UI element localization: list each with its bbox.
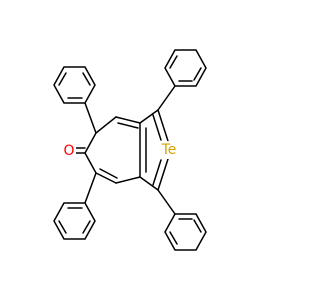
chemical-structure: O Te bbox=[53, 49, 207, 251]
bond-te-c3 bbox=[157, 158, 169, 191]
tellurium-atom-label: Te bbox=[161, 142, 177, 158]
bond-c7-c8-inner bbox=[99, 168, 118, 179]
bond-c3a-c4 bbox=[115, 116, 141, 124]
oxygen-atom-label: O bbox=[63, 143, 74, 159]
bonds bbox=[53, 49, 207, 251]
bond-c6-c7 bbox=[84, 152, 97, 174]
bond-c7-c8 bbox=[95, 172, 117, 184]
bond-c3-c8a bbox=[139, 176, 159, 191]
bond-c1-te-inner bbox=[152, 114, 162, 141]
bond-c5-c6 bbox=[84, 132, 97, 154]
bond-c3a-c1 bbox=[139, 109, 159, 124]
bond-c7-ph bbox=[84, 172, 97, 204]
bond-c1-te bbox=[157, 109, 169, 142]
phenyl-lower-right bbox=[164, 213, 207, 251]
bond-c3-ph bbox=[157, 189, 176, 215]
bond-c1-ph bbox=[157, 85, 176, 111]
bond-c8-c8a bbox=[115, 176, 141, 184]
bond-te-c3-inner bbox=[152, 159, 162, 186]
bond-c5-ph bbox=[84, 102, 97, 134]
phenyl-upper-left bbox=[53, 66, 96, 104]
phenyl-upper-right bbox=[164, 49, 207, 87]
atom-labels: O Te bbox=[62, 141, 179, 160]
bond-c4-c5 bbox=[95, 116, 117, 134]
phenyl-lower-left bbox=[53, 202, 96, 240]
bond-c3a-c4-inner bbox=[117, 122, 139, 129]
